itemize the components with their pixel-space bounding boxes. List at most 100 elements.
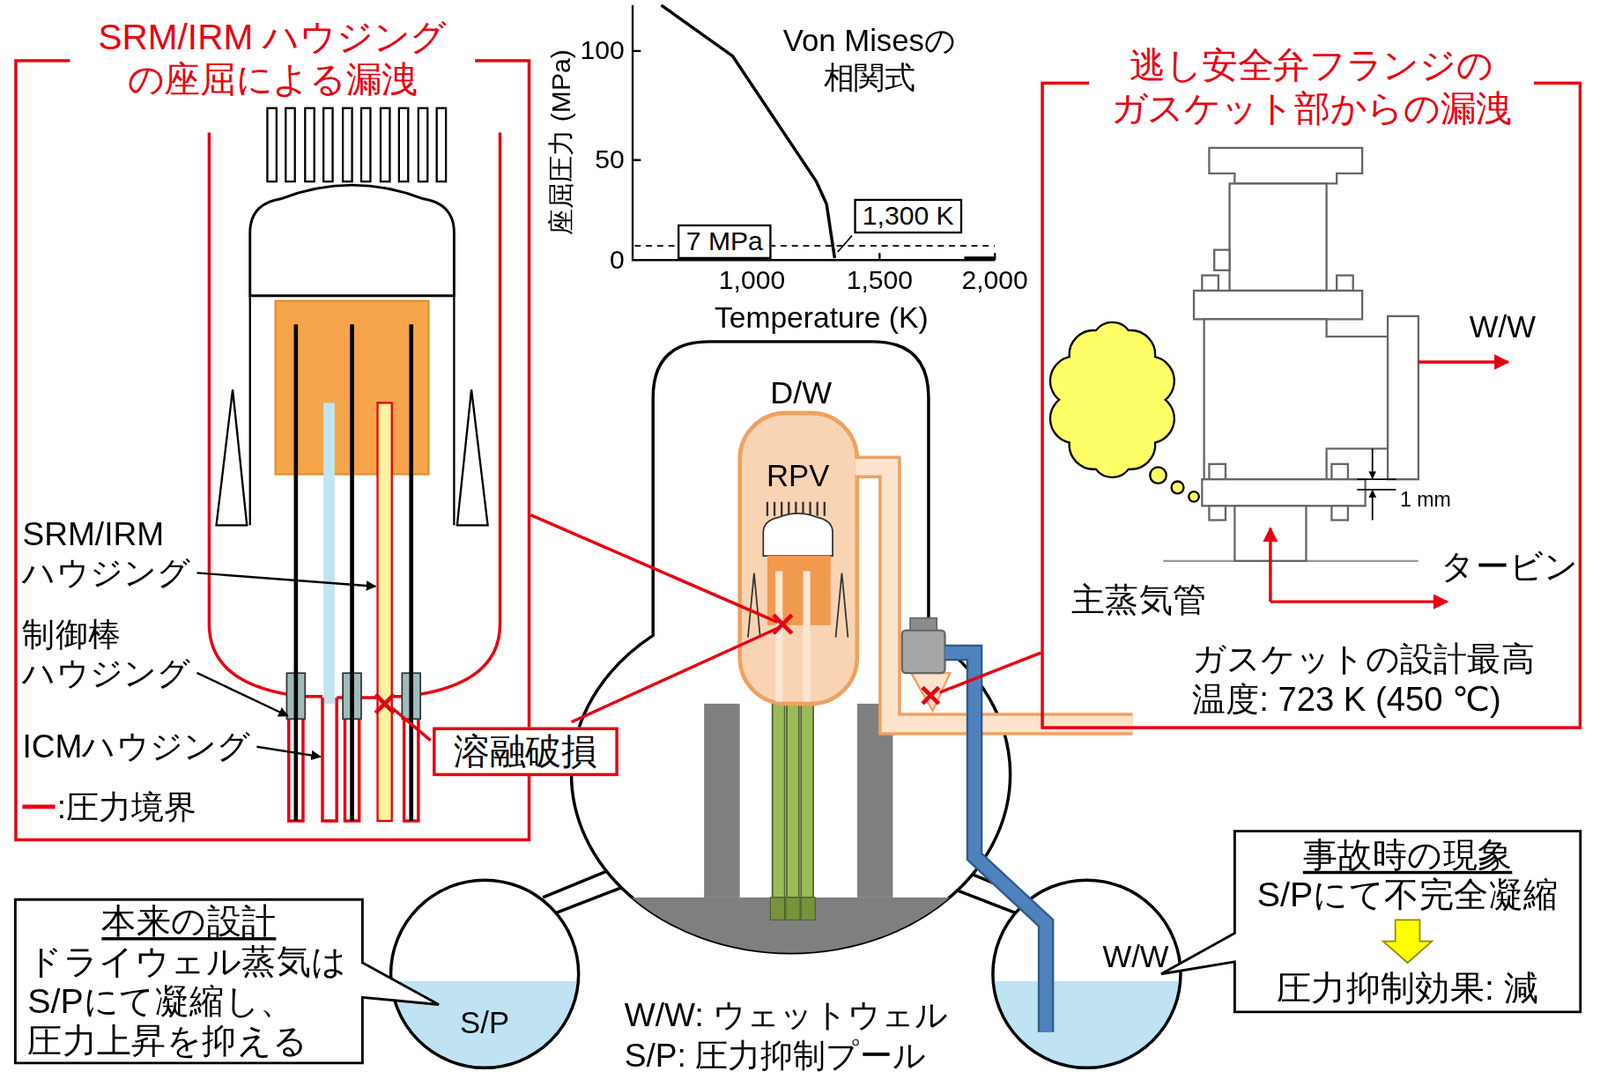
gap-dimension: [1371, 448, 1374, 479]
part-label: ICMハウジング: [22, 727, 251, 767]
buckling-chart: [632, 51, 995, 260]
part-label: 主蒸気管: [1071, 579, 1207, 621]
curve-label: Von Misesの 相関式: [774, 22, 964, 96]
tick-label: 100: [580, 35, 625, 67]
reactor-vessel-cutaway: [399, 108, 408, 182]
callout-heading: 事故時の現象: [1257, 835, 1558, 875]
containment: [944, 652, 1046, 1033]
containment: [391, 880, 579, 1068]
tick-label: 50: [594, 144, 624, 177]
buckling-chart: [963, 256, 994, 260]
containment: [800, 897, 815, 920]
safety-relief-valve: [1201, 275, 1219, 291]
reactor-vessel-cutaway: [380, 108, 390, 182]
red-leader-line: [571, 628, 778, 723]
reactor-vessel-cutaway: [457, 389, 489, 526]
gap-dimension: [1356, 479, 1396, 490]
flow-label: W/W: [1469, 309, 1536, 347]
down-arrow: [1383, 919, 1433, 963]
containment: [571, 341, 1011, 954]
panel-frame: 逃し安全弁フランジの ガスケット部からの漏洩: [1040, 81, 1582, 730]
containment: [785, 897, 800, 920]
gap-dimension: [1356, 448, 1396, 520]
safety-relief-valve: [1208, 148, 1363, 185]
reactor-vessel-cutaway: [342, 108, 352, 182]
red-leader-line: [530, 515, 778, 623]
containment: [910, 618, 937, 631]
containment: [775, 570, 783, 702]
leak-cloud: [1050, 322, 1200, 503]
abbreviation-note: S/P: 圧力抑制プール: [624, 1036, 926, 1075]
containment: [762, 513, 833, 556]
reactor-vessel-cutaway: [266, 108, 276, 182]
leader-line: [197, 673, 289, 717]
legend-text: :圧力境界: [57, 787, 198, 827]
reactor-vessel-cutaway: [208, 133, 500, 823]
containment: [772, 703, 814, 898]
tick-label: 1,500: [846, 264, 913, 297]
leak-cloud: [1149, 466, 1167, 484]
reactor-vessel-cutaway: [304, 108, 314, 182]
safety-relief-valve: [1229, 183, 1327, 291]
safety-relief-valve: [1331, 464, 1349, 480]
reactor-vessel-cutaway: [418, 108, 428, 182]
part-label: 制御棒 ハウジング: [22, 614, 191, 694]
leak-cloud: [1050, 322, 1175, 478]
containment: [391, 341, 1181, 1074]
node-label: S/P: [459, 1004, 510, 1042]
reactor-vessel-cutaway: [323, 402, 335, 704]
panel-heading: SRM/IRM ハウジング の座屈による漏洩: [69, 14, 475, 101]
flow-arrows: [1270, 600, 1447, 603]
containment: [802, 570, 810, 702]
reactor-vessel-cutaway: [250, 185, 455, 297]
value-box: 7 MPa: [678, 224, 772, 260]
failure-mark: [375, 694, 394, 713]
leak-cloud: [1188, 491, 1200, 503]
safety-relief-valve: [1331, 505, 1349, 520]
node-label: 7 MPa: [686, 228, 763, 257]
safety-relief-valve: [1208, 464, 1226, 480]
dimension: 1 mm: [1400, 487, 1452, 512]
panel-frame: SRM/IRM ハウジング の座屈による漏洩: [14, 59, 531, 842]
leader-line: [197, 572, 377, 586]
containment: [902, 630, 946, 675]
part-label: SRM/IRM ハウジング: [22, 515, 191, 594]
tick-label: 1,000: [718, 264, 786, 297]
tick-label: 2,000: [962, 264, 1029, 297]
failure-box: 溶融破損: [432, 726, 619, 777]
drywell: D/WRPV: [555, 341, 1031, 955]
safety-relief-valve: [1387, 316, 1419, 480]
bubble-outline: [1161, 831, 1581, 1013]
abbreviation-note: W/W: ウェットウェル: [624, 995, 949, 1035]
red-leader-line: [392, 515, 1042, 741]
node-label: W/W: [1102, 938, 1169, 976]
containment: [800, 703, 814, 898]
tick-label: 0: [609, 244, 625, 276]
note: ガスケットの設計最高 温度: 723 K (450 ℃): [1192, 638, 1540, 720]
reactor-vessel-cutaway: [266, 108, 446, 182]
containment: [550, 897, 1030, 980]
containment: [770, 897, 815, 920]
flow-arrows: [1418, 360, 1509, 363]
legend-item: :圧力境界: [20, 787, 197, 827]
reactor-vessel-cutaway: [437, 108, 446, 182]
node-label: 1,300 K: [862, 202, 955, 231]
flow-arrows: [1268, 528, 1272, 602]
containment: [740, 413, 858, 704]
safety-relief-valve: [1193, 290, 1363, 319]
node-label: RPV: [766, 458, 830, 496]
pressure-vessel: RPV: [740, 413, 858, 704]
legend-line-sample: [20, 800, 58, 814]
containment: [770, 897, 785, 920]
node-label: S/Pにて不完全凝縮: [1257, 875, 1558, 916]
wetwell: W/W: [992, 880, 1181, 1068]
safety-relief-valve: [1214, 250, 1230, 271]
containment: [703, 703, 741, 898]
safety-relief-valve: [1204, 318, 1388, 480]
containment: [748, 573, 848, 638]
node-label: 溶融破損: [453, 733, 597, 771]
reactor-vessel-cutaway: [208, 108, 500, 822]
